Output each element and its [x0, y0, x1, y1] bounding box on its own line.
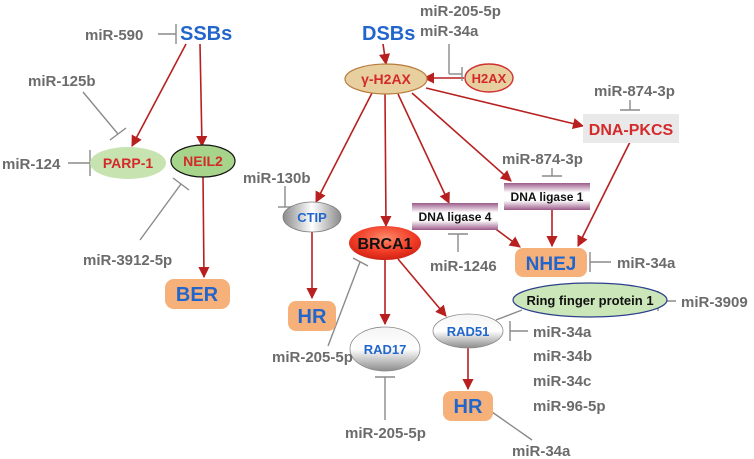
arrow-neil2-ber	[198, 175, 210, 279]
arrow-gamma-h2ax-ligase4	[397, 93, 450, 205]
mir-34b-label: miR-34b	[533, 348, 592, 365]
arrow-gamma-h2ax-dna-pkcs	[425, 87, 585, 130]
dna-pkcs-label: DNA-PKCS	[589, 122, 674, 139]
mir-874-mid-label: miR-874-3p	[502, 151, 583, 168]
dna-ligase-1-node: DNA ligase 1	[504, 183, 590, 210]
arrow-gamma-h2ax-ligase1	[411, 92, 512, 182]
ctip-node: CTIP	[282, 201, 342, 233]
ring-finger-label: Ring finger protein 1	[526, 293, 653, 308]
neil2-label: NEIL2	[183, 153, 223, 169]
mir-96-label: miR-96-5p	[533, 398, 606, 415]
dna-ligase-4-label: DNA ligase 4	[419, 210, 492, 224]
mir-1246-label: miR-1246	[430, 258, 497, 275]
ring-finger-node: Ring finger protein 1	[512, 282, 668, 318]
mir-205-left-label: miR-205-5p	[272, 349, 353, 366]
ctip-label: CTIP	[297, 210, 327, 225]
mir-34c-label: miR-34c	[533, 373, 591, 390]
dna-ligase-4-node: DNA ligase 4	[412, 203, 498, 230]
mir-124-label: miR-124	[2, 156, 61, 173]
mir-3912-label: miR-3912-5p	[83, 252, 172, 269]
mir-34a-bottom-label: miR-34a	[512, 443, 571, 459]
nhej-label: NHEJ	[526, 254, 577, 275]
arrow-brca1-rad51	[397, 258, 447, 317]
activation-arrows	[131, 43, 631, 391]
h2ax-node: H2AX	[464, 63, 514, 93]
ber-label: BER	[176, 284, 219, 306]
hr-left-label: HR	[298, 306, 327, 328]
rad51-label: RAD51	[447, 324, 490, 339]
mir-874-top-label: miR-874-3p	[594, 83, 675, 100]
h2ax-label: H2AX	[472, 71, 507, 86]
mir-3909-label: miR-3909	[681, 294, 748, 311]
rad17-label: RAD17	[364, 342, 407, 357]
parp1-label: PARP-1	[103, 155, 154, 171]
mir-34a-rad51-label: miR-34a	[533, 324, 592, 341]
mirna-labels: miR-590 miR-125b miR-124 miR-3912-5p miR…	[2, 3, 748, 459]
dsbs-label: DSBs	[362, 23, 415, 45]
arrow-ssbs-parp1	[131, 43, 187, 147]
arrow-dna-pkcs-nhej	[577, 141, 631, 248]
brca1-label: BRCA1	[357, 236, 412, 253]
ssbs-label: SSBs	[180, 23, 232, 45]
rad17-node: RAD17	[349, 326, 421, 372]
arrow-dsbs-gamma-h2ax	[378, 43, 391, 66]
mir-125b-label: miR-125b	[28, 73, 96, 90]
parp1-node: PARP-1	[90, 147, 166, 179]
mir-34a-top-label: miR-34a	[420, 23, 479, 40]
dna-ligase-1-label: DNA ligase 1	[511, 190, 584, 204]
ber-node: BER	[165, 279, 230, 309]
nhej-node: NHEJ	[515, 248, 587, 277]
arrow-gamma-h2ax-brca1	[380, 93, 392, 228]
hr-bottom-node: HR	[443, 391, 493, 421]
mir-205-top-label: miR-205-5p	[420, 3, 501, 20]
hr-left-node: HR	[288, 301, 336, 331]
mir-590-label: miR-590	[85, 27, 143, 44]
gamma-h2ax-node: γ-H2AX	[344, 63, 428, 95]
mir-34a-nhej-label: miR-34a	[617, 255, 676, 272]
mir-205-bottom-label: miR-205-5p	[345, 425, 426, 442]
brca1-node: BRCA1	[349, 226, 421, 260]
neil2-node: NEIL2	[170, 144, 236, 178]
arrow-gamma-h2ax-ctip	[315, 92, 373, 203]
hr-bottom-label: HR	[454, 396, 483, 418]
gamma-h2ax-label: γ-H2AX	[361, 71, 411, 87]
arrow-ssbs-neil2	[196, 43, 208, 148]
rad51-node: RAD51	[432, 313, 504, 349]
mir-130b-label: miR-130b	[243, 170, 311, 187]
dna-pkcs-node: DNA-PKCS	[583, 114, 679, 143]
